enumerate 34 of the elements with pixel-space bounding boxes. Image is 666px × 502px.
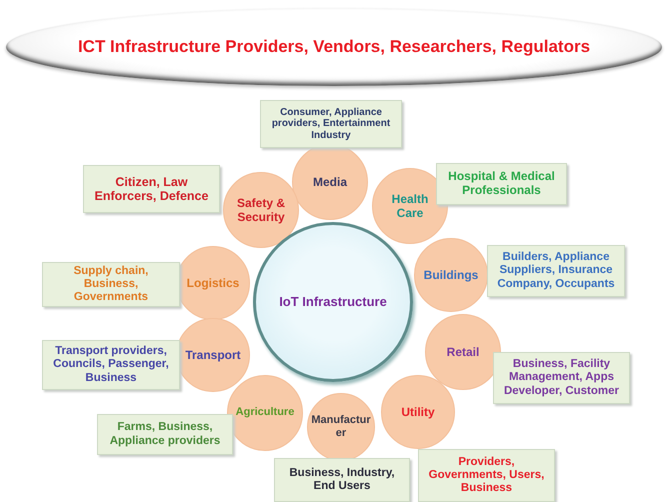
stakeholder-box	[436, 163, 567, 205]
stakeholder-text: Citizen, Law Enforcers, Defence	[94, 174, 210, 204]
title-text: ICT Infrastructure Providers, Vendors, Researchers, Regulators	[78, 36, 590, 58]
stakeholder-box	[42, 340, 180, 390]
stakeholder-box	[418, 449, 555, 502]
sector-label: Buildings	[424, 268, 478, 282]
stakeholder-text: Business, Industry, End Users	[288, 466, 396, 494]
stakeholder-text: Providers, Governments, Users, Business	[428, 456, 546, 496]
stakeholder-text: Business, Facility Management, Apps Developer, Customer	[502, 358, 620, 398]
center-label: IoT Infrastructure	[279, 294, 387, 310]
stakeholder-box	[493, 352, 630, 404]
sector-circle	[414, 238, 488, 312]
sector-label: Agriculture	[236, 406, 294, 420]
sector-circle	[223, 172, 299, 248]
stakeholder-text: Transport providers, Councils, Passenger, Business	[52, 345, 170, 385]
stakeholder-text: Farms, Business, Appliance providers	[108, 421, 222, 448]
stakeholder-box	[260, 100, 402, 148]
sector-label: Media	[312, 174, 347, 190]
sector-label: Health Care	[390, 192, 430, 220]
sector-label: Manufactur er	[310, 414, 372, 440]
stakeholder-text: Hospital & Medical Professionals	[447, 170, 556, 198]
stakeholder-text: Consumer, Appliance providers, Entertainment Industry	[270, 106, 392, 142]
sector-label: Retail	[446, 344, 480, 360]
stakeholder-box	[487, 245, 625, 297]
stakeholder-box	[274, 458, 410, 502]
stakeholder-box	[83, 165, 220, 213]
stakeholder-box	[97, 414, 233, 455]
stakeholder-box	[42, 262, 180, 307]
sector-label: Utility	[401, 404, 435, 420]
sector-label: Logistics	[186, 276, 240, 290]
sector-label: Safety & Security	[236, 196, 286, 224]
stakeholder-text: Builders, Appliance Suppliers, Insurance Company, Occupants	[496, 251, 616, 291]
stakeholder-text: Supply chain, Business, Governments	[72, 264, 150, 304]
sector-label: Transport	[185, 348, 241, 362]
